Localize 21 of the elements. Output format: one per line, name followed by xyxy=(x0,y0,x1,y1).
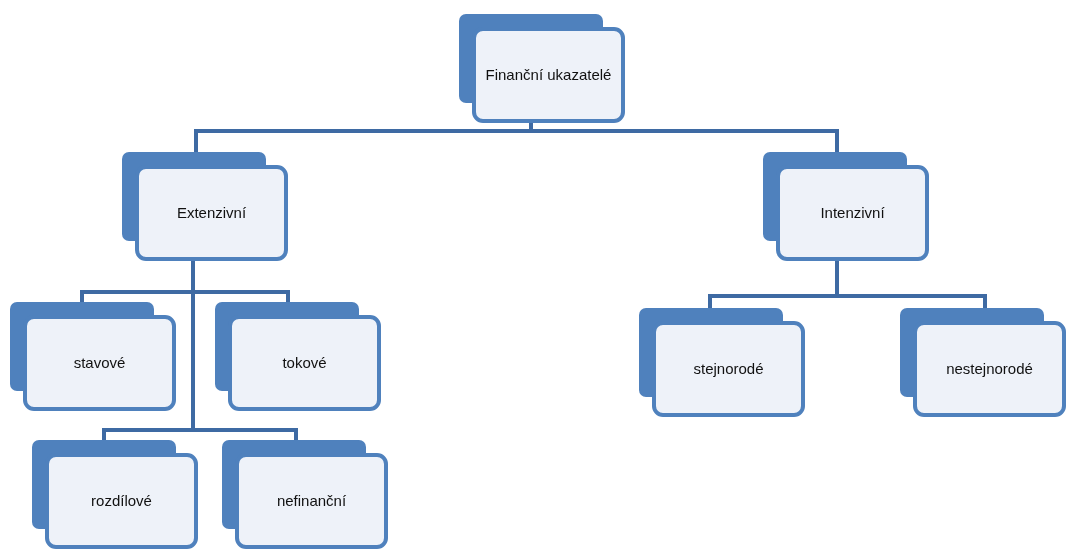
stacked-box xyxy=(10,302,176,411)
box-label: tokové xyxy=(282,352,327,373)
box-label: rozdílové xyxy=(91,490,152,511)
box-label: stejnorodé xyxy=(693,358,764,379)
stacked-box xyxy=(122,152,288,261)
connector-line xyxy=(835,261,987,308)
stacked-box xyxy=(459,14,625,123)
stacked-box xyxy=(900,308,1066,417)
box-label: Extenzivní xyxy=(176,202,247,223)
box-label: Finanční ukazatelé xyxy=(485,64,612,85)
stacked-box xyxy=(32,440,198,549)
stacked-box xyxy=(222,440,388,549)
stacked-box xyxy=(639,308,805,417)
stacked-box xyxy=(215,302,381,411)
box-label: Intenzivní xyxy=(820,202,885,223)
connector-line xyxy=(529,123,839,152)
stacked-box xyxy=(763,152,929,261)
connector-line xyxy=(191,261,298,440)
box-label: nefinanční xyxy=(276,490,347,511)
box-label: stavové xyxy=(73,352,126,373)
box-label: nestejnorodé xyxy=(946,358,1033,379)
